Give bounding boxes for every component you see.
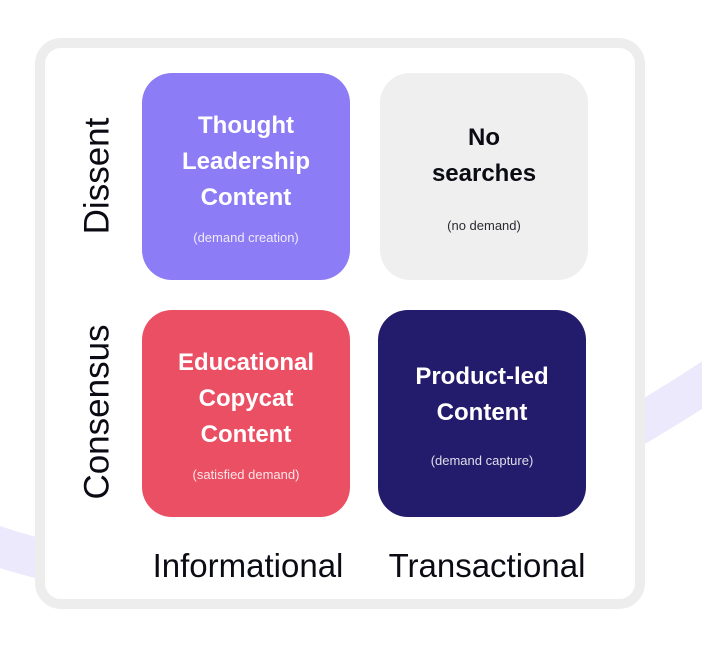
quadrant-title-line: searches <box>431 160 537 187</box>
quadrant-title-line: Copycat <box>198 385 294 412</box>
quadrant-title-line: Content <box>436 399 528 426</box>
column-label-informational: Informational <box>152 547 344 584</box>
quadrant-title: No searches <box>432 120 536 192</box>
column-label-transactional: Transactional <box>388 547 586 584</box>
quadrant-title-line: Educational <box>177 349 315 376</box>
row-label-dissent: Dissent <box>77 117 117 235</box>
quadrant-product-led: Product-led Content (demand capture) <box>378 310 586 517</box>
quadrant-subtitle: (demand creation) <box>193 230 299 245</box>
row-label-consensus: Consensus <box>77 324 117 500</box>
quadrant-title-line: Content <box>200 184 292 211</box>
quadrant-title: Educational Copycat Content <box>178 345 314 453</box>
quadrant-no-searches: No searches (no demand) <box>380 73 588 280</box>
quadrant-title-line: Leadership <box>181 148 311 175</box>
quadrant-subtitle: (no demand) <box>447 218 521 233</box>
quadrant-title-line: No <box>468 124 500 151</box>
quadrant-title-line: Product-led <box>415 363 549 390</box>
quadrant-title: Product-led Content <box>415 359 548 431</box>
quadrant-subtitle: (demand capture) <box>430 453 534 468</box>
quadrant-title-line: Content <box>200 421 292 448</box>
quadrant-subtitle: (satisfied demand) <box>192 467 300 482</box>
quadrant-title-line: Thought <box>198 112 294 139</box>
quadrant-title: Thought Leadership Content <box>182 108 310 216</box>
quadrant-thought-leadership: Thought Leadership Content (demand creat… <box>142 73 350 280</box>
quadrant-educational-copycat: Educational Copycat Content (satisfied d… <box>142 310 350 517</box>
